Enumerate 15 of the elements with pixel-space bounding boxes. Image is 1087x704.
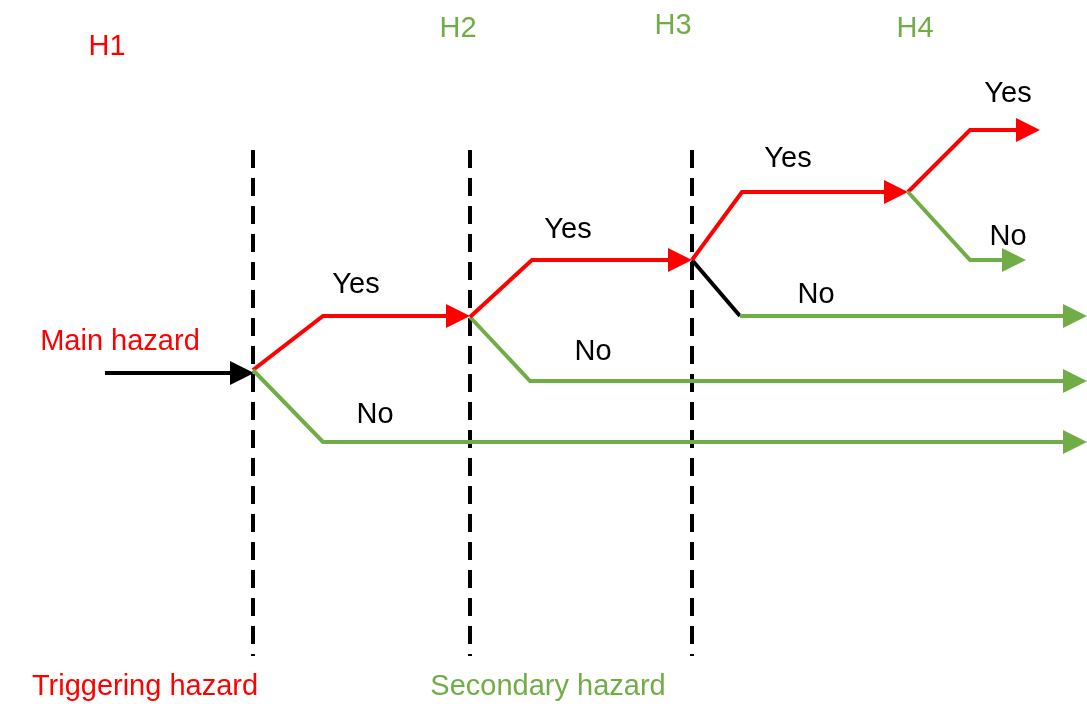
branch-label: No [356, 398, 394, 428]
branch-label: No [797, 278, 835, 308]
stage-label: H1 [88, 30, 126, 60]
branch-label: No [574, 335, 612, 365]
branch-label: Yes [984, 77, 1032, 107]
hazard-label: Secondary hazard [430, 670, 666, 700]
hazard-label: Main hazard [40, 325, 200, 355]
hazard-label: Triggering hazard [31, 670, 259, 700]
stage-label: H4 [896, 12, 934, 42]
branch-label: Yes [544, 213, 592, 243]
branch-label: No [989, 220, 1027, 250]
stage-label: H3 [654, 9, 692, 39]
branch-label: Yes [764, 142, 812, 172]
branch-label: Yes [332, 268, 380, 298]
stage-label: H2 [439, 12, 477, 42]
